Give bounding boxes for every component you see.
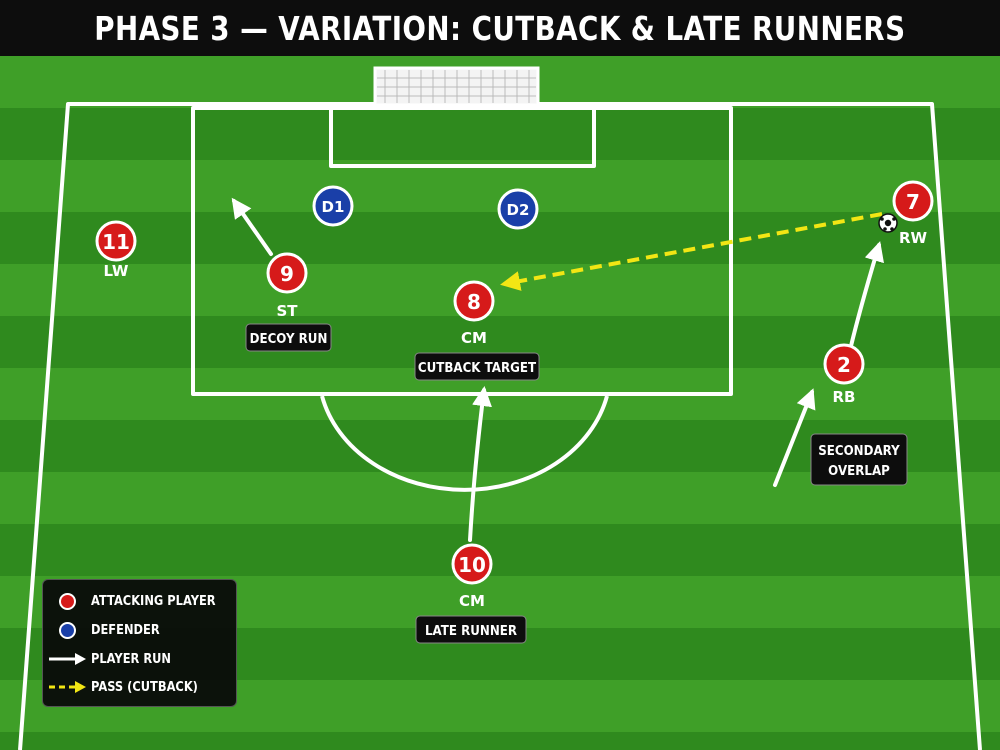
tag-decoy-run: DECOY RUN [245, 323, 332, 352]
title-bar: PHASE 3 — VARIATION: CUTBACK & LATE RUNN… [0, 0, 1000, 56]
tag-label-line1: SECONDARY [818, 442, 900, 458]
player-st: 9 ST [266, 252, 308, 320]
legend-label: PLAYER RUN [91, 651, 171, 667]
legend-item-defender: DEFENDER [43, 619, 169, 641]
run-arrow-icon [49, 653, 86, 665]
attacker-dot-icon [58, 592, 76, 610]
run-arrow-late-runner [468, 386, 492, 542]
pass-arrow-icon [49, 681, 86, 693]
player-rw: 7 RW [892, 180, 934, 247]
defender-d2: D2 [497, 188, 539, 230]
tag-label: LATE RUNNER [425, 622, 517, 638]
defender-label: D2 [507, 201, 530, 219]
player-position: RW [899, 229, 928, 247]
legend-label: ATTACKING PLAYER [91, 593, 216, 609]
penalty-arc [320, 395, 609, 492]
tag-secondary-overlap: SECONDARY OVERLAP [810, 433, 908, 486]
player-cm-8: 8 CM [453, 280, 495, 347]
tag-late-runner: LATE RUNNER [415, 615, 527, 644]
legend-item-run: PLAYER RUN [43, 648, 182, 670]
player-number: 2 [837, 353, 851, 377]
tag-label: DECOY RUN [250, 330, 328, 346]
player-position: LW [104, 262, 129, 280]
legend: ATTACKING PLAYER DEFENDER PLAYER RUN PAS… [42, 579, 237, 707]
tag-label: CUTBACK TARGET [418, 359, 536, 375]
player-lw: 11 LW [95, 220, 137, 280]
run-arrow-rb [849, 241, 884, 348]
legend-label: DEFENDER [91, 622, 160, 638]
tag-cutback-target: CUTBACK TARGET [414, 352, 540, 381]
player-runs [231, 197, 884, 542]
player-number: 9 [280, 262, 294, 286]
player-position: RB [833, 388, 856, 406]
player-position: CM [459, 592, 485, 610]
goal-area [329, 106, 596, 168]
defender-label: D1 [322, 198, 345, 216]
legend-label: PASS (CUTBACK) [91, 679, 198, 695]
run-arrow-st [231, 197, 273, 256]
goal [373, 66, 540, 107]
player-number: 8 [467, 290, 481, 314]
player-position: ST [276, 302, 298, 320]
defender-d1: D1 [312, 185, 354, 227]
player-cm-10: 10 CM [451, 543, 493, 610]
cutback-pass-arrow [500, 212, 883, 291]
page-title: PHASE 3 — VARIATION: CUTBACK & LATE RUNN… [94, 8, 906, 48]
legend-item-attacking: ATTACKING PLAYER [43, 590, 233, 612]
player-number: 10 [458, 553, 486, 577]
run-arrow-secondary-overlap [773, 388, 816, 487]
ball [878, 213, 898, 233]
player-number: 11 [102, 230, 130, 254]
tag-label-line2: OVERLAP [828, 462, 890, 478]
legend-item-pass: PASS (CUTBACK) [43, 676, 213, 698]
player-number: 7 [906, 190, 920, 214]
defender-dot-icon [58, 621, 76, 639]
player-rb: 2 RB [823, 343, 865, 406]
player-position: CM [461, 329, 487, 347]
